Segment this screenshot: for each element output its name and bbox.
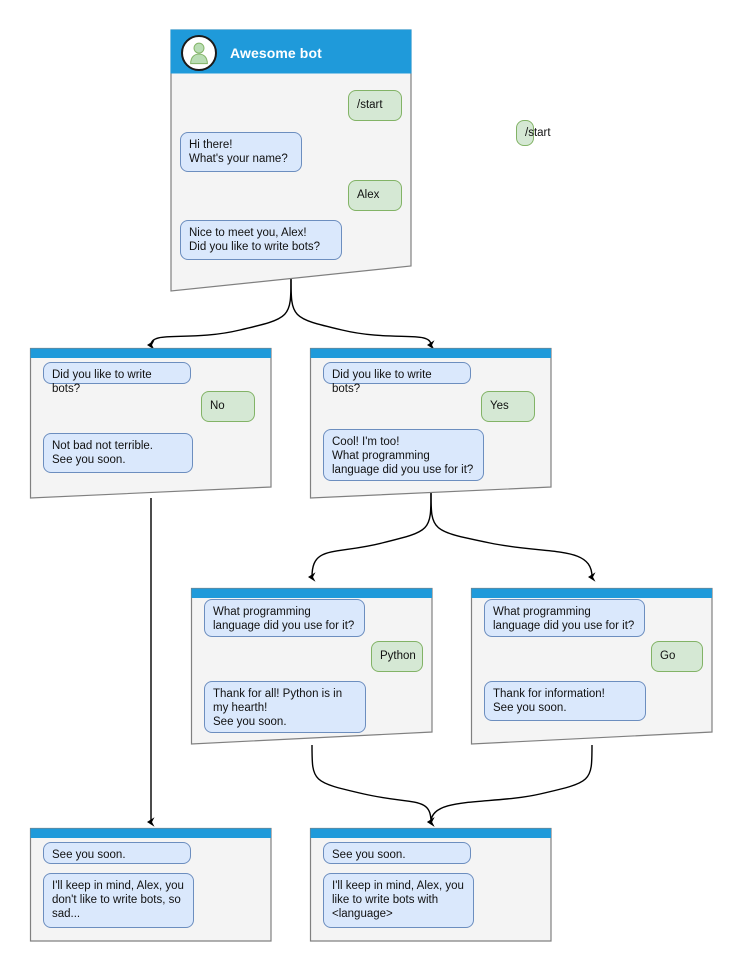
message-bot-thank-python[interactable]: Thank for all! Python is in my hearth! S… [204, 681, 366, 733]
message-bot-question-lang-python[interactable]: What programming language did you use fo… [204, 599, 365, 637]
message-bot-question-yes[interactable]: Did you like to write bots? [323, 362, 471, 395]
card-start[interactable]: Awesome bot /start /start Hi there! What… [168, 27, 551, 293]
card-end-sad[interactable]: See you soon. I'll keep in mind, Alex, y… [29, 827, 273, 943]
message-bot-not-bad[interactable]: Not bad not terrible. See you soon. [43, 433, 193, 473]
edge-yes-to-python [308, 491, 432, 582]
message-user-start-command[interactable]: /start [516, 120, 551, 147]
message-bot-question-no[interactable]: Did you like to write bots? [43, 362, 191, 395]
message-user-go[interactable]: Go [651, 641, 703, 672]
card-end-happy[interactable]: See you soon. I'll keep in mind, Alex, y… [309, 827, 553, 943]
message-bot-see-you-sad[interactable]: See you soon. [43, 842, 191, 864]
user-avatar-icon [181, 35, 217, 71]
message-user-yes[interactable]: Yes [481, 391, 535, 422]
message-bot-keep-in-mind-happy[interactable]: I'll keep in mind, Alex, you like to wri… [323, 873, 474, 928]
message-bot-greeting[interactable]: Hi there! What's your name? [180, 132, 302, 172]
message-bot-keep-in-mind-sad[interactable]: I'll keep in mind, Alex, you don't like … [43, 873, 194, 928]
message-user-python-answer[interactable]: Python [371, 641, 423, 672]
message-bot-see-you-happy[interactable]: See you soon. [323, 842, 471, 864]
message-user-start[interactable]: /start [348, 90, 402, 121]
edge-yes-to-go [430, 491, 596, 582]
card-answer-go[interactable]: What programming language did you use fo… [470, 587, 714, 747]
card-start-title: Awesome bot [230, 45, 322, 61]
message-bot-question-lang-go[interactable]: What programming language did you use fo… [484, 599, 645, 637]
card-start-inner: Awesome bot /start [168, 27, 551, 291]
card-start-header: Awesome bot [171, 30, 411, 76]
edge-python-to-happy [311, 744, 435, 827]
message-bot-nice-to-meet[interactable]: Nice to meet you, Alex! Did you like to … [180, 220, 342, 260]
message-bot-cool-im-too[interactable]: Cool! I'm too! What programming language… [323, 429, 484, 481]
avatar-person-icon [190, 42, 208, 65]
message-user-no[interactable]: No [201, 391, 255, 422]
message-user-name[interactable]: Alex [348, 180, 402, 211]
edge-go-to-happy [427, 744, 593, 827]
message-bot-thank-info[interactable]: Thank for information! See you soon. [484, 681, 646, 721]
card-start-chat: /start [168, 76, 551, 291]
card-answer-no[interactable]: Did you like to write bots? No Not bad n… [29, 347, 273, 501]
card-answer-yes[interactable]: Did you like to write bots? Yes Cool! I'… [309, 347, 553, 501]
card-answer-python[interactable]: What programming language did you use fo… [190, 587, 434, 747]
